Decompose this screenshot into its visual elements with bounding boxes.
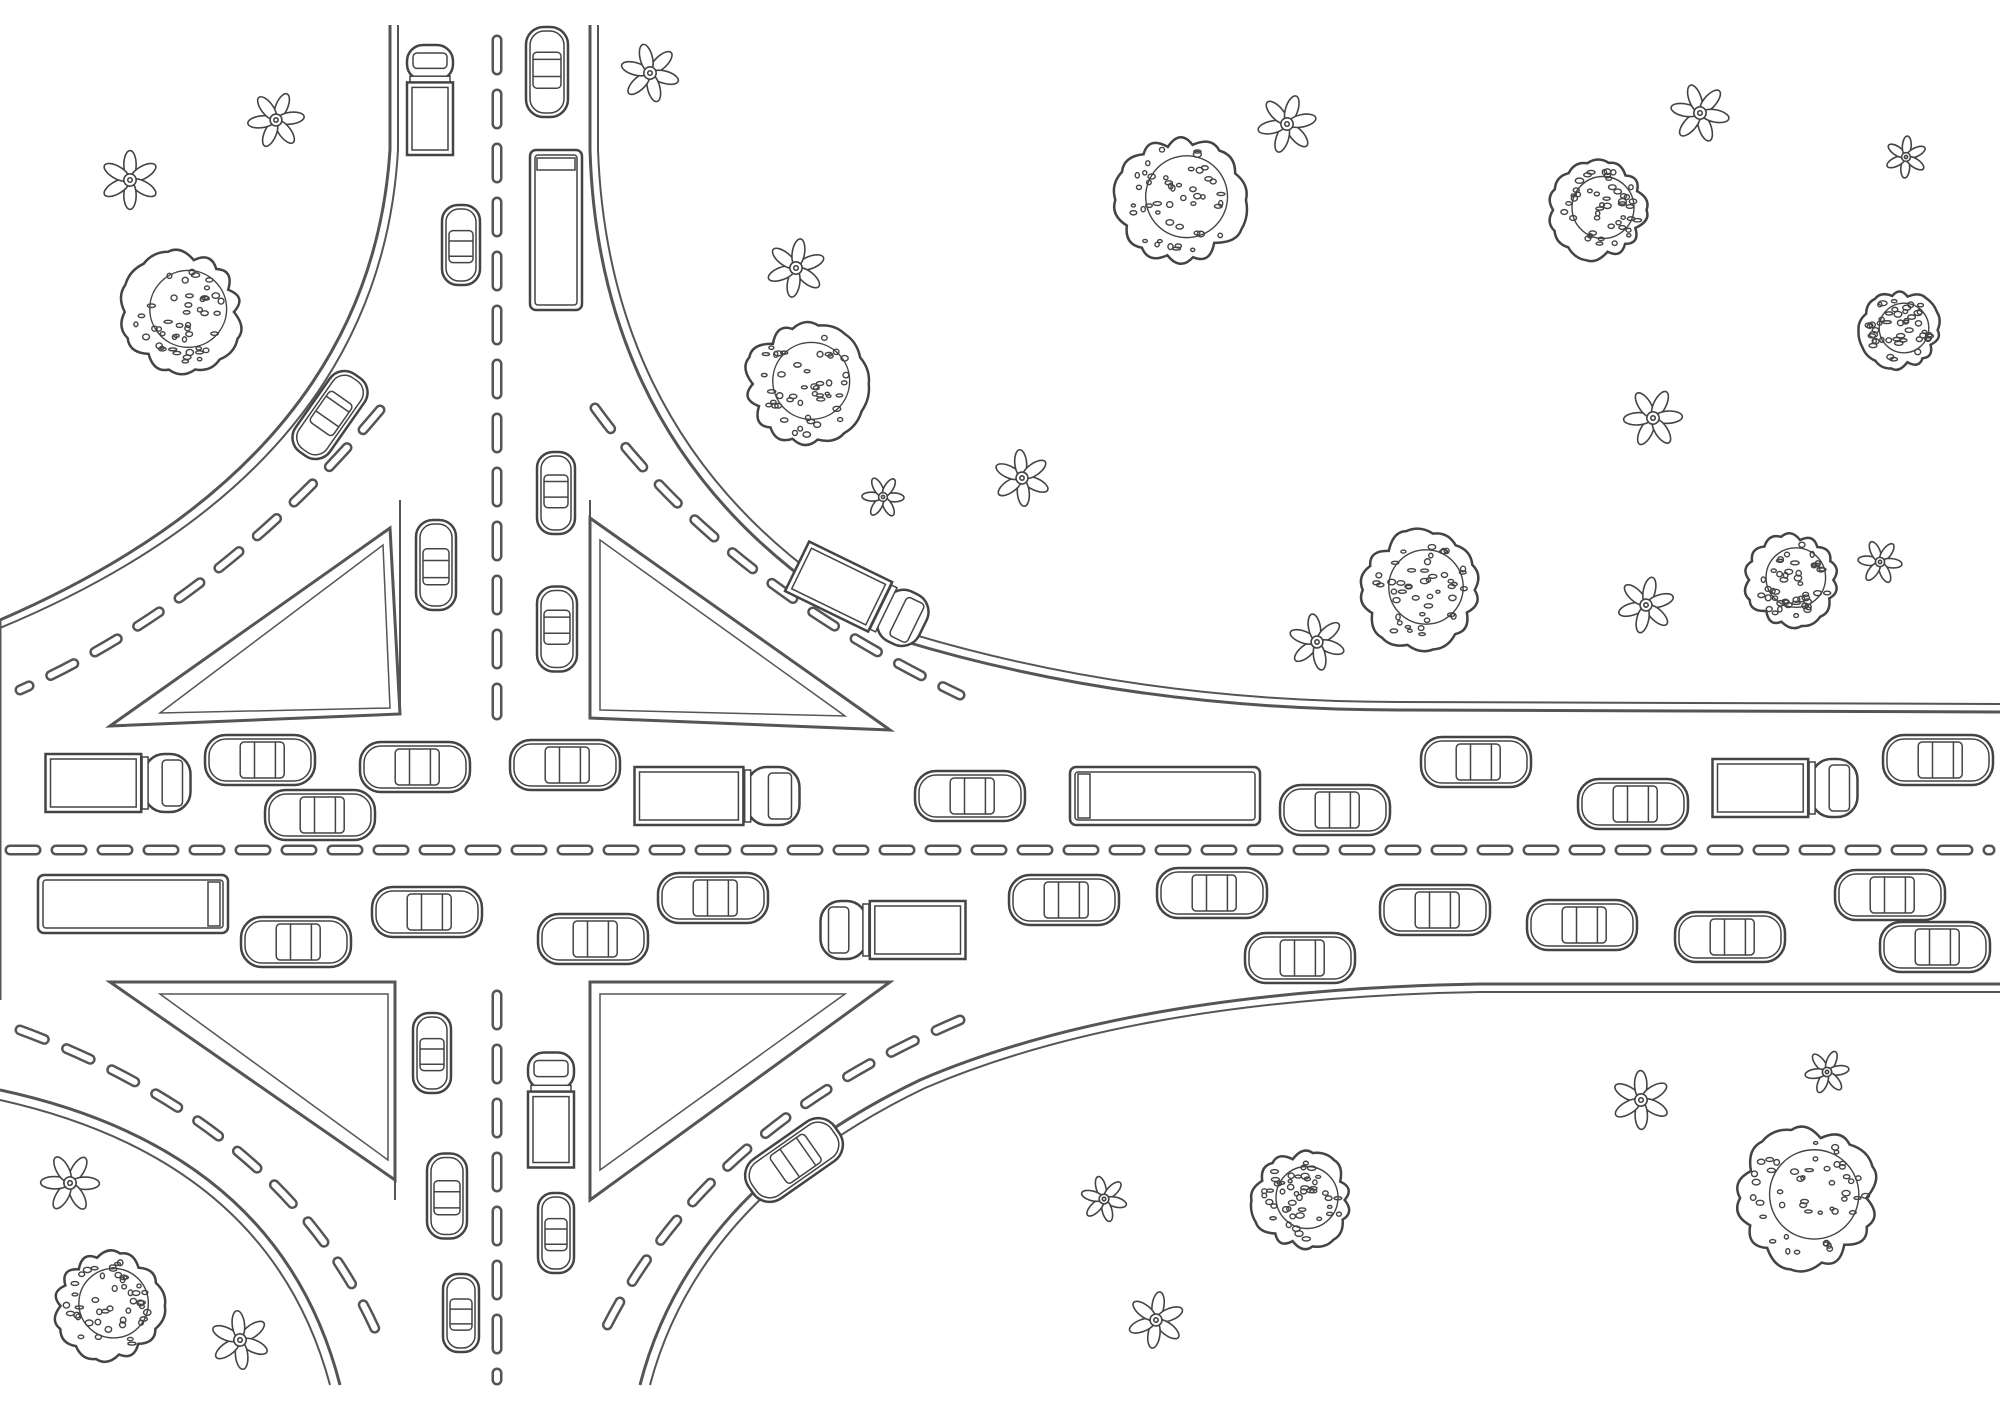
car-vehicle (535, 585, 579, 673)
truck-vehicle (783, 539, 930, 648)
car-vehicle (425, 1152, 469, 1240)
car-vehicle (1419, 735, 1533, 789)
truck-vehicle (633, 765, 801, 827)
tree (1857, 290, 1941, 372)
car-vehicle (358, 740, 472, 794)
tree (119, 248, 243, 376)
car-vehicle (1673, 910, 1787, 964)
tree (744, 320, 871, 447)
car-vehicle (536, 1191, 576, 1275)
car-vehicle (1243, 931, 1357, 985)
car-vehicle (1576, 777, 1690, 831)
car-vehicle (508, 738, 622, 792)
car-vehicle (440, 203, 482, 287)
truck-vehicle (819, 899, 967, 961)
car-vehicle (411, 1011, 453, 1095)
flower-shrub (1080, 1175, 1128, 1223)
flower-shrub (767, 238, 825, 298)
flower-shrub (1617, 576, 1675, 634)
tree (1743, 531, 1838, 630)
car-vehicle (656, 871, 770, 925)
flower-shrub (1289, 613, 1345, 671)
bus-vehicle (36, 873, 230, 935)
flower-shrub (1257, 95, 1317, 153)
car-vehicle (1878, 920, 1992, 974)
car-vehicle (536, 912, 650, 966)
truck-vehicle (1711, 757, 1859, 819)
flower-shrub (1886, 135, 1926, 179)
flower-shrub (39, 1156, 101, 1210)
tree (1359, 527, 1480, 653)
car-vehicle (291, 369, 369, 461)
car-vehicle (203, 733, 317, 787)
vehicles-layer (36, 25, 1995, 1354)
traffic-island-nw (104, 525, 402, 728)
flower-shrub (103, 149, 157, 211)
car-vehicle (1525, 898, 1639, 952)
trees-layer (53, 136, 1941, 1364)
car-vehicle (743, 1116, 845, 1204)
flower-shrub (247, 92, 305, 148)
car-vehicle (524, 25, 570, 119)
car-vehicle (1155, 866, 1269, 920)
car-vehicle (239, 915, 353, 969)
flower-shrub (1622, 390, 1684, 446)
south-road-right-edge (638, 982, 2000, 1386)
flower-shrub (1614, 1069, 1668, 1131)
lane-markings (4, 34, 1996, 1386)
flower-shrub (1128, 1291, 1184, 1349)
truck-vehicle (526, 1051, 576, 1169)
north-road-left-edge (0, 25, 392, 622)
tree (53, 1249, 167, 1364)
flower-shrub (1670, 84, 1730, 142)
bus-vehicle (1068, 765, 1262, 827)
car-vehicle (535, 450, 577, 536)
car-vehicle (1007, 873, 1121, 927)
car-vehicle (1833, 868, 1947, 922)
tree (1736, 1125, 1878, 1273)
flower-shrub (620, 43, 680, 103)
flower-shrub (861, 477, 905, 517)
flower-shrub (1857, 540, 1903, 584)
truck-vehicle (44, 752, 192, 814)
road-network (0, 25, 2000, 1386)
flower-shrub (212, 1309, 268, 1371)
tree (1249, 1149, 1351, 1251)
car-vehicle (1378, 883, 1492, 937)
car-vehicle (913, 769, 1027, 823)
car-vehicle (1881, 733, 1995, 787)
tree (1548, 158, 1649, 263)
car-vehicle (441, 1272, 481, 1354)
truck-vehicle (405, 43, 455, 157)
car-vehicle (1278, 783, 1392, 837)
tree (1112, 136, 1249, 265)
flowers-layer (39, 43, 1926, 1371)
flower-shrub (1804, 1050, 1850, 1094)
car-vehicle (263, 788, 377, 842)
bus-vehicle (528, 148, 584, 312)
flower-shrub (995, 448, 1049, 508)
car-vehicle (370, 885, 484, 939)
highway-south-edge (0, 1088, 342, 1386)
car-vehicle (414, 518, 458, 612)
